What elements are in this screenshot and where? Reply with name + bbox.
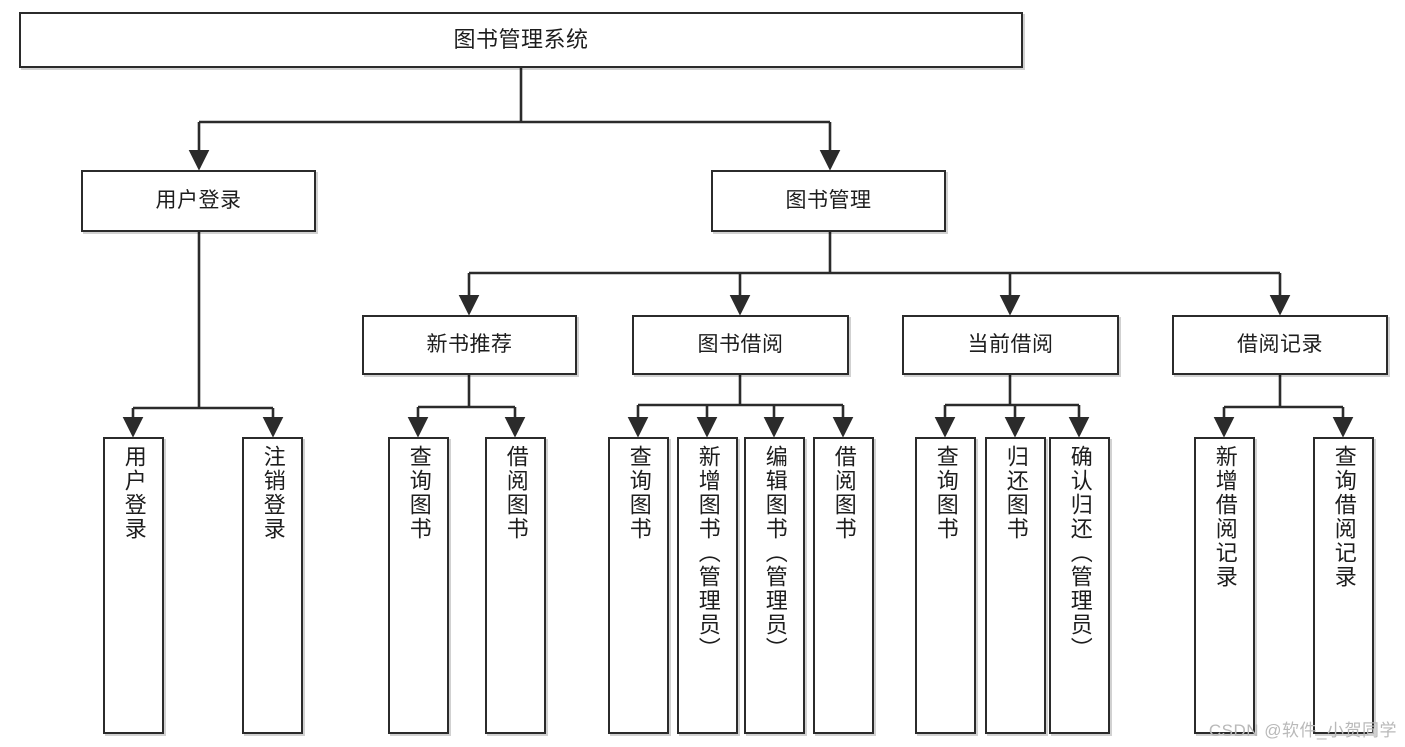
leaf-borrow-edit-book-admin[interactable]: 编辑图书（管理员） — [744, 437, 805, 734]
node-current-borrow[interactable]: 当前借阅 — [902, 315, 1119, 375]
leaf-borrow-query-book[interactable]: 查询图书 — [608, 437, 669, 734]
node-label: 借阅图书 — [831, 445, 857, 541]
node-label: 查询图书 — [626, 445, 652, 541]
node-borrow-record[interactable]: 借阅记录 — [1172, 315, 1388, 375]
leaf-user-login-signout[interactable]: 注销登录 — [242, 437, 303, 734]
node-label: 用户登录 — [155, 188, 242, 212]
node-root-system[interactable]: 图书管理系统 — [19, 12, 1023, 68]
node-label: 图书借阅 — [697, 332, 784, 356]
node-label: 借阅记录 — [1237, 332, 1323, 356]
leaf-current-confirm-return-admin[interactable]: 确认归还（管理员） — [1049, 437, 1110, 734]
node-label: 查询借阅记录 — [1331, 445, 1357, 589]
node-label: 新增图书（管理员） — [695, 445, 721, 661]
leaf-borrow-add-book-admin[interactable]: 新增图书（管理员） — [677, 437, 738, 734]
node-label: 新增借阅记录 — [1212, 445, 1238, 589]
node-label: 查询图书 — [933, 445, 959, 541]
leaf-current-query-book[interactable]: 查询图书 — [915, 437, 976, 734]
node-label: 当前借阅 — [967, 332, 1054, 356]
node-label: 查询图书 — [406, 445, 432, 541]
leaf-current-return-book[interactable]: 归还图书 — [985, 437, 1046, 734]
leaf-record-add-record[interactable]: 新增借阅记录 — [1194, 437, 1255, 734]
node-label: 图书管理 — [785, 188, 872, 212]
node-user-login[interactable]: 用户登录 — [81, 170, 316, 232]
leaf-borrow-borrow-book[interactable]: 借阅图书 — [813, 437, 874, 734]
leaf-recommend-borrow-book[interactable]: 借阅图书 — [485, 437, 546, 734]
leaf-user-login-signin[interactable]: 用户登录 — [103, 437, 164, 734]
node-book-management[interactable]: 图书管理 — [711, 170, 946, 232]
node-label: 确认归还（管理员） — [1067, 445, 1093, 661]
node-label: 借阅图书 — [503, 445, 529, 541]
node-new-book-recommend[interactable]: 新书推荐 — [362, 315, 577, 375]
leaf-recommend-query-book[interactable]: 查询图书 — [388, 437, 449, 734]
node-label: 用户登录 — [121, 445, 147, 541]
node-label: 归还图书 — [1003, 445, 1029, 541]
node-label: 图书管理系统 — [453, 27, 589, 53]
node-label: 编辑图书（管理员） — [762, 445, 788, 661]
csdn-watermark: CSDN @软件_小贺同学 — [1208, 721, 1397, 740]
node-label: 注销登录 — [260, 445, 286, 541]
node-label: 新书推荐 — [426, 332, 513, 356]
node-book-borrow[interactable]: 图书借阅 — [632, 315, 849, 375]
leaf-record-query-record[interactable]: 查询借阅记录 — [1313, 437, 1374, 734]
